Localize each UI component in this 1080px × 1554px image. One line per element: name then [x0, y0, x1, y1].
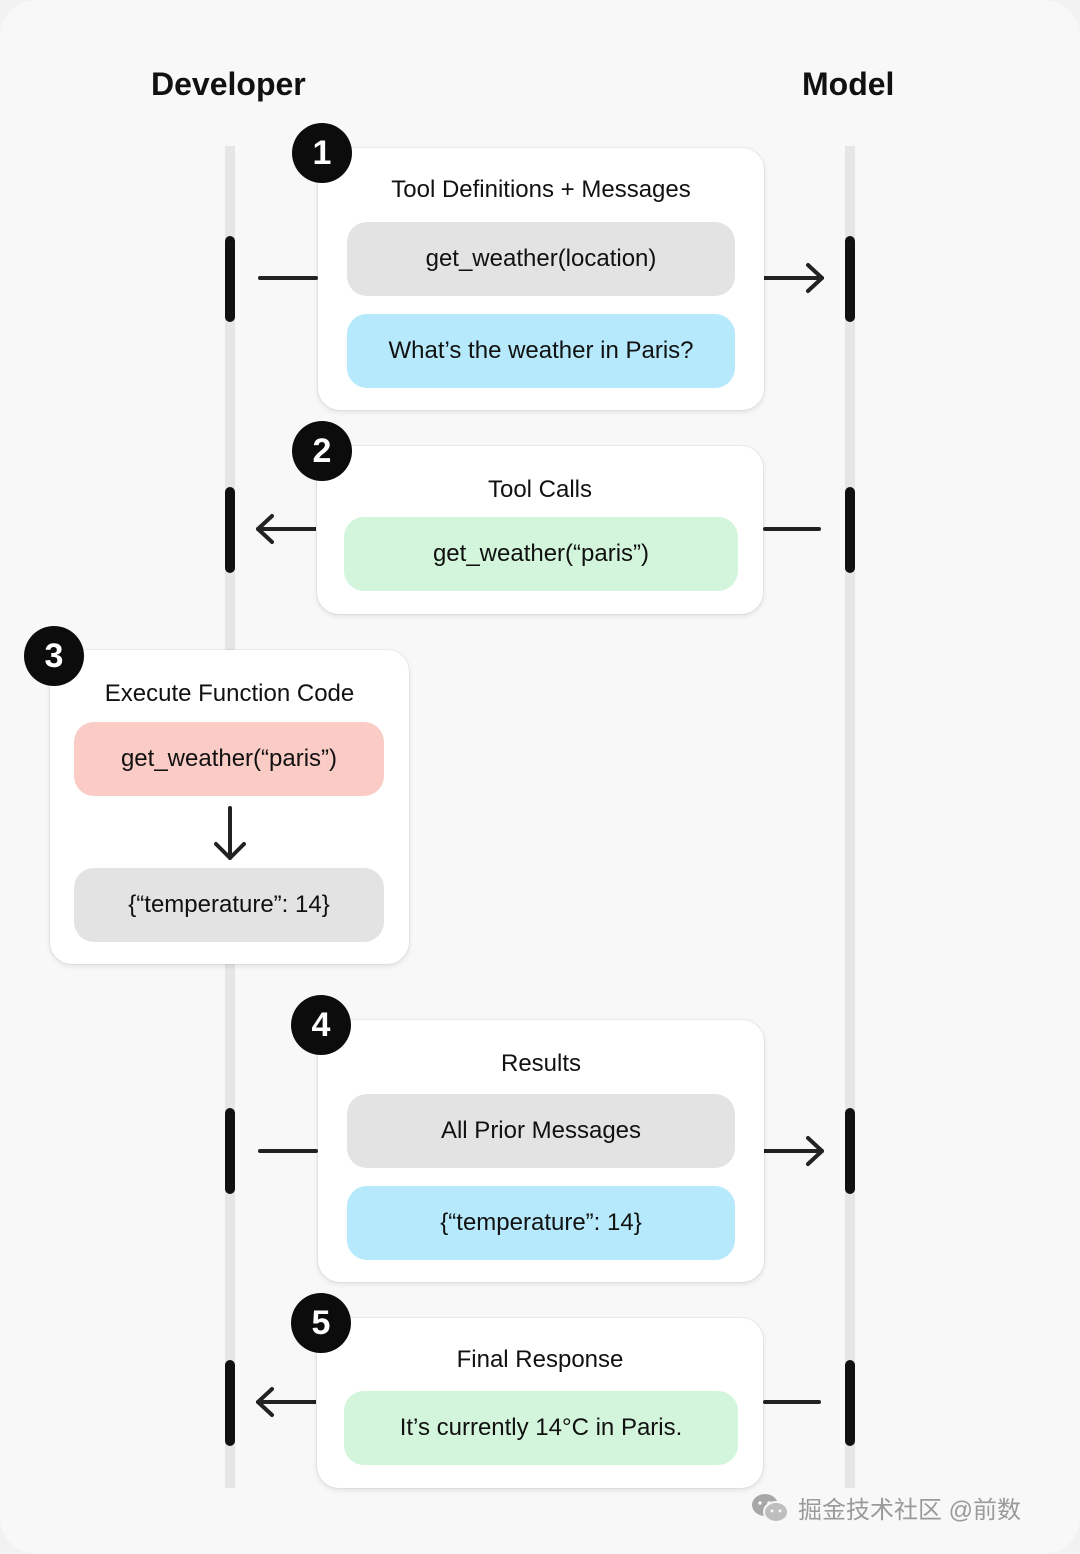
step-3-card: Execute Function Code get_weather(“paris… — [50, 650, 409, 964]
developer-tick-2 — [225, 487, 235, 573]
watermark-text: 掘金技术社区 @前数 — [798, 1497, 1022, 1524]
step-2-title: Tool Calls — [487, 476, 593, 503]
step-4-tool-result: {“temperature”: 14} — [347, 1186, 735, 1260]
step-4-prior-messages: All Prior Messages — [347, 1094, 735, 1168]
connector-2-right — [763, 527, 821, 531]
step-1-card: Tool Definitions + Messages get_weather(… — [318, 148, 764, 410]
step-3-title: Execute Function Code — [104, 680, 355, 707]
model-tick-1 — [845, 236, 855, 322]
model-tick-4 — [845, 1108, 855, 1194]
connector-4-left — [258, 1149, 318, 1153]
step-4-title: Results — [500, 1050, 582, 1077]
developer-tick-1 — [225, 236, 235, 322]
model-tick-5 — [845, 1360, 855, 1446]
step-5-title: Final Response — [456, 1346, 624, 1373]
model-lifeline — [845, 146, 855, 1488]
lane-title-model: Model — [802, 66, 895, 102]
step-4-card: Results All Prior Messages {“temperature… — [318, 1020, 764, 1282]
step-2-tool-call: get_weather(“paris”) — [344, 517, 738, 591]
step-5-card: Final Response It’s currently 14°C in Pa… — [317, 1318, 763, 1488]
arrow-right-icon — [764, 1136, 824, 1166]
watermark: 掘金技术社区 @前数 — [750, 1490, 1021, 1525]
arrow-right-icon — [764, 263, 824, 293]
step-4-badge: 4 — [291, 995, 351, 1055]
arrow-left-icon — [256, 514, 316, 544]
wechat-icon — [752, 1493, 789, 1523]
model-tick-2 — [845, 487, 855, 573]
step-1-badge: 1 — [292, 123, 352, 183]
step-1-title: Tool Definitions + Messages — [391, 176, 691, 203]
step-3-badge: 3 — [24, 626, 84, 686]
arrow-down-icon — [214, 806, 246, 860]
step-1-tool-definition: get_weather(location) — [347, 222, 735, 296]
step-3-function-result: {“temperature”: 14} — [74, 868, 384, 942]
arrow-left-icon — [256, 1387, 316, 1417]
step-1-user-message: What’s the weather in Paris? — [347, 314, 735, 388]
step-2-card: Tool Calls get_weather(“paris”) — [317, 446, 763, 614]
developer-tick-5 — [225, 1360, 235, 1446]
lane-title-developer: Developer — [151, 66, 306, 102]
step-5-final-response: It’s currently 14°C in Paris. — [344, 1391, 738, 1465]
step-2-badge: 2 — [292, 421, 352, 481]
developer-tick-4 — [225, 1108, 235, 1194]
connector-5-right — [763, 1400, 821, 1404]
step-5-badge: 5 — [291, 1293, 351, 1353]
step-3-function-call: get_weather(“paris”) — [74, 722, 384, 796]
connector-1-left — [258, 276, 318, 280]
